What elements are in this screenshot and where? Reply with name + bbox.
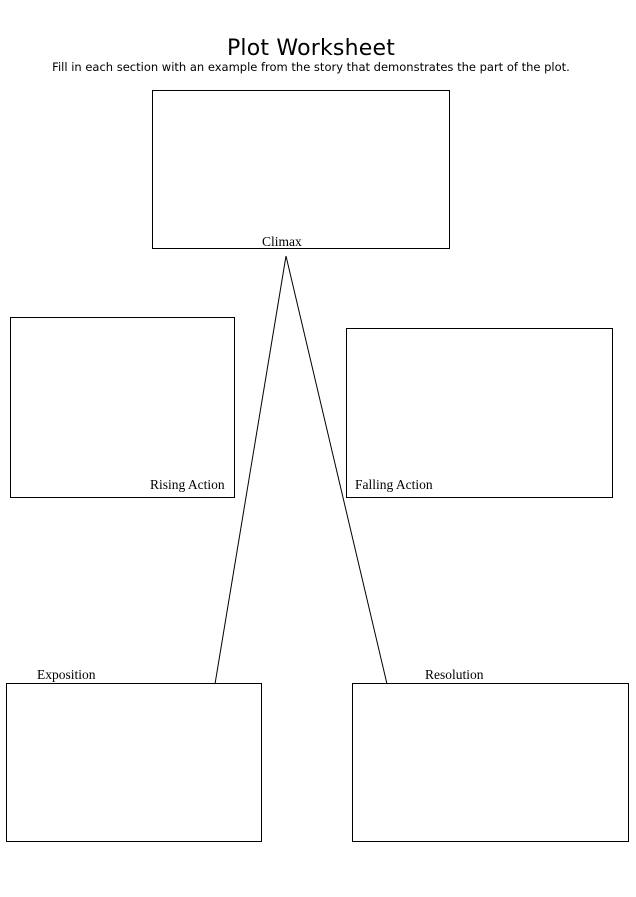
exposition-label: Exposition	[37, 667, 96, 682]
falling-action-box[interactable]	[346, 328, 613, 498]
exposition-box[interactable]	[6, 683, 262, 842]
climax-box[interactable]	[152, 90, 450, 249]
worksheet-title: Plot Worksheet	[226, 36, 396, 61]
resolution-box[interactable]	[352, 683, 629, 842]
climax-label: Climax	[262, 234, 302, 249]
rising-action-label: Rising Action	[150, 477, 225, 492]
resolution-label: Resolution	[425, 667, 484, 682]
worksheet-instructions: Fill in each section with an example fro…	[52, 60, 570, 74]
rising-action-box[interactable]	[10, 317, 235, 498]
falling-action-label: Falling Action	[355, 477, 433, 492]
